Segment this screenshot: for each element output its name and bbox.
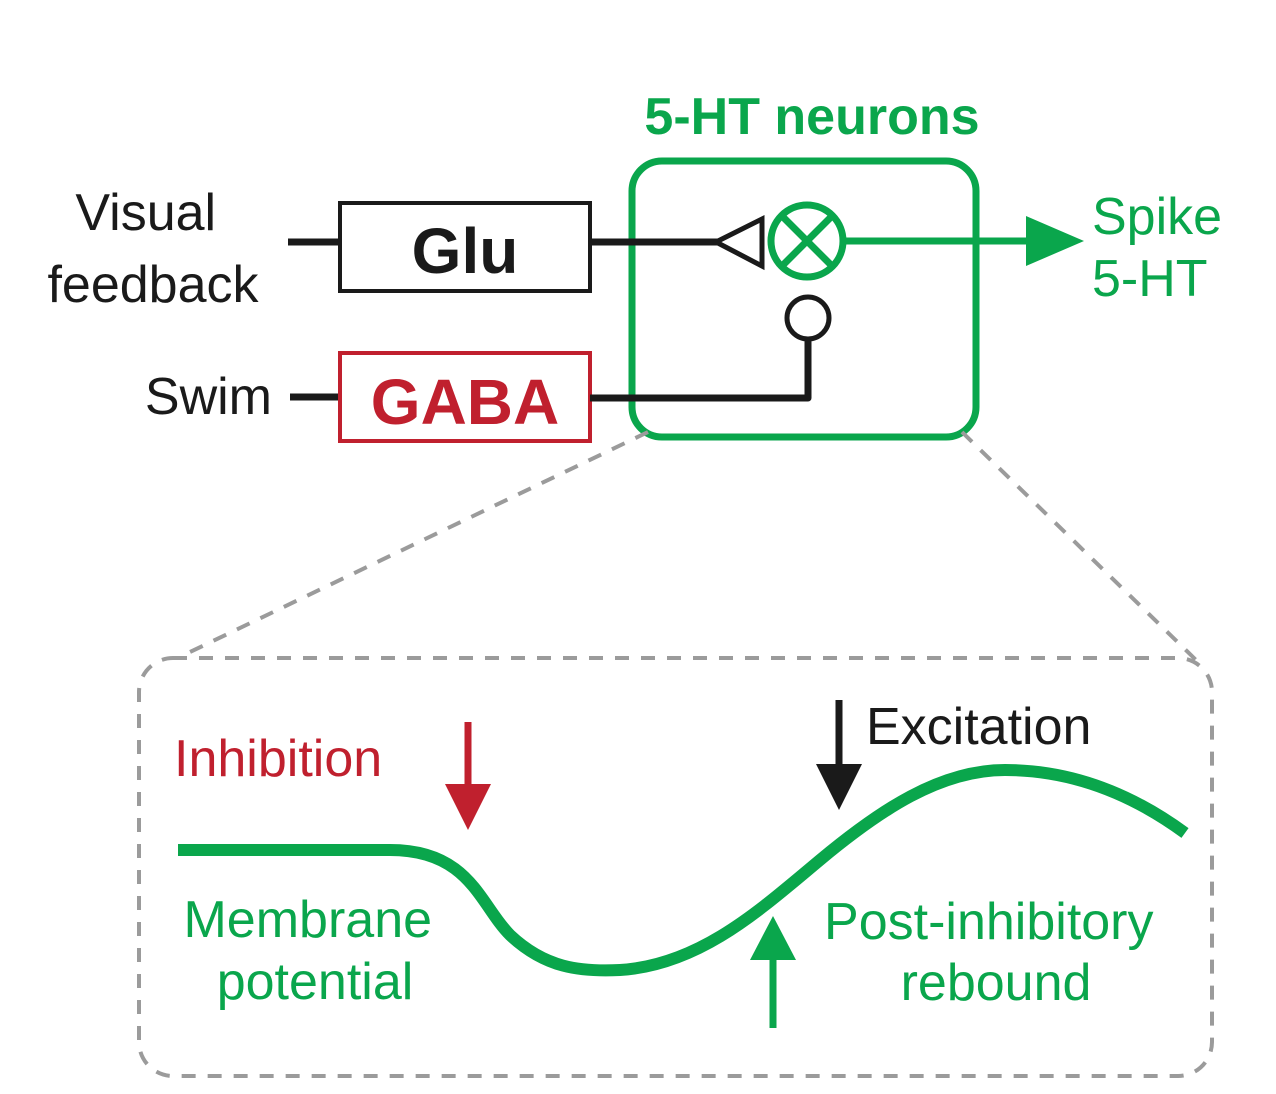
- group-title: 5-HT neurons: [644, 88, 979, 146]
- excitation-arrowhead-icon: [816, 764, 862, 810]
- rebound-label: Post-inhibitory rebound: [824, 893, 1168, 1012]
- circle-times-icon: [767, 201, 847, 281]
- inset-box: [137, 656, 1214, 1078]
- 5ht-neuron-box: [628, 157, 980, 441]
- zoom-guide-right: [960, 430, 1198, 662]
- output-arrowhead-icon: [1026, 216, 1084, 266]
- inhibition-arrowhead-icon: [445, 784, 491, 830]
- swim-label: Swim: [145, 368, 272, 426]
- rebound-arrowhead-icon: [750, 916, 796, 960]
- excitation-label: Excitation: [866, 698, 1091, 756]
- glu-label: Glu: [412, 215, 519, 287]
- excitatory-synapse-triangle-icon: [710, 214, 765, 271]
- inhibition-label: Inhibition: [174, 730, 382, 788]
- membrane-potential-trace: [178, 764, 1189, 977]
- gaba-output-line: [590, 339, 812, 402]
- membrane-potential-label: Membrane potential: [183, 891, 446, 1011]
- gaba-label: GABA: [371, 366, 559, 438]
- inhibitory-synapse-circle-icon: [784, 294, 832, 342]
- zoom-guide-left: [189, 430, 649, 654]
- visual-feedback-label: Visual feedback: [47, 184, 259, 314]
- glu-box: [338, 201, 592, 293]
- output-label: Spike 5-HT: [1092, 188, 1237, 308]
